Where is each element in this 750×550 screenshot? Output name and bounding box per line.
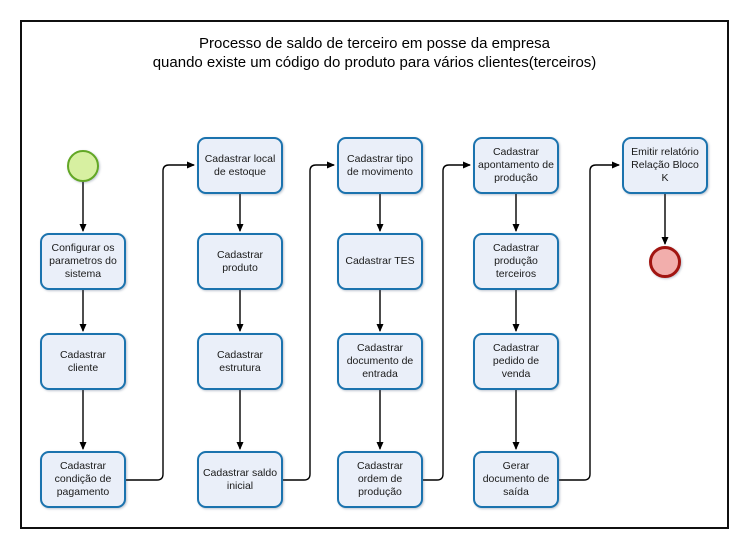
task-cadastrar-apontamento-producao: Cadastrar apontamento de produção [473,137,559,194]
task-label: Cadastrar local de estoque [204,152,276,178]
diagram-title-line1: Processo de saldo de terceiro em posse d… [198,35,551,52]
task-label: Cadastrar tipo de movimento [347,152,413,178]
task-label: Cadastrar pedido de venda [492,342,540,380]
start-event-icon [67,150,99,182]
task-cadastrar-produto: Cadastrar produto [197,233,283,290]
diagram-title-line2: quando existe um código do produto para … [152,54,597,71]
task-cadastrar-documento-entrada: Cadastrar documento de entrada [337,333,423,390]
task-label: Cadastrar saldo inicial [202,466,278,492]
task-cadastrar-saldo-inicial: Cadastrar saldo inicial [197,451,283,508]
task-label: Cadastrar produto [216,248,264,274]
task-cadastrar-producao-terceiros: Cadastrar produção terceiros [473,233,559,290]
task-label: Configurar os parametros do sistema [49,242,117,280]
task-cadastrar-estrutura: Cadastrar estrutura [197,333,283,390]
task-gerar-documento-saida: Gerar documento de saída [473,451,559,508]
task-label: Cadastrar documento de entrada [346,342,414,380]
task-cadastrar-cliente: Cadastrar cliente [40,333,126,390]
task-label: Cadastrar cliente [59,348,107,374]
task-label: Cadastrar apontamento de produção [478,146,554,184]
task-emitir-relatorio-bloco-k: Emitir relatório Relação Bloco K [622,137,708,194]
task-label: Cadastrar condição de pagamento [54,460,112,498]
task-cadastrar-pedido-venda: Cadastrar pedido de venda [473,333,559,390]
task-label: Emitir relatório Relação Bloco K [631,146,699,184]
task-cadastrar-condicao-pagamento: Cadastrar condição de pagamento [40,451,126,508]
task-cadastrar-local-estoque: Cadastrar local de estoque [197,137,283,194]
task-label: Cadastrar ordem de produção [356,460,404,498]
end-event-icon [649,246,681,278]
task-cadastrar-tes: Cadastrar TES [337,233,423,290]
task-cadastrar-ordem-producao: Cadastrar ordem de produção [337,451,423,508]
task-label: Cadastrar TES [345,255,415,267]
task-label: Gerar documento de saída [482,460,550,498]
task-cadastrar-tipo-movimento: Cadastrar tipo de movimento [337,137,423,194]
task-label: Cadastrar produção terceiros [492,242,540,280]
diagram-title: Processo de saldo de terceiro em posse d… [20,34,729,72]
task-configurar-parametros-sistema: Configurar os parametros do sistema [40,233,126,290]
task-label: Cadastrar estrutura [216,348,264,374]
